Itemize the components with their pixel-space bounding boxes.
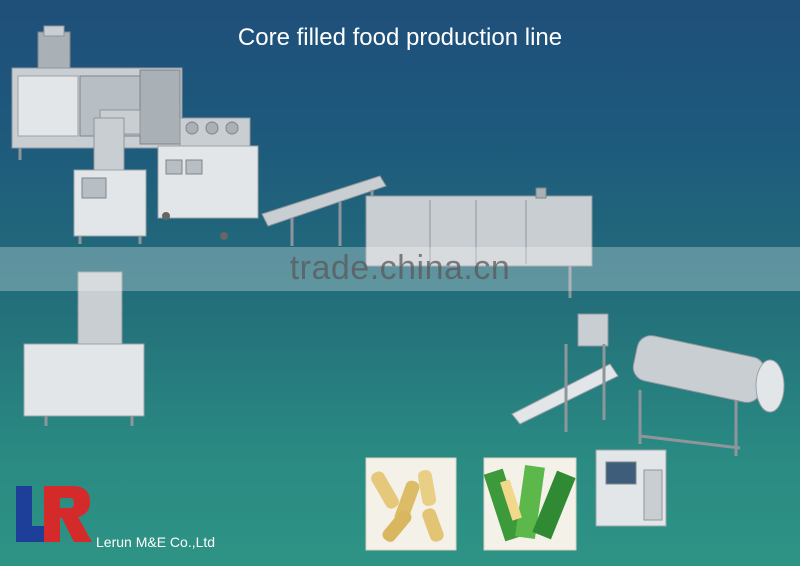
feeder-machine <box>73 117 147 244</box>
product-photo-sticks <box>365 457 457 551</box>
control-unit <box>595 449 667 527</box>
extruder-machine <box>11 25 183 160</box>
watermark-band <box>0 247 800 291</box>
cooling-box <box>23 271 145 426</box>
company-name: Lerun M&E Co.,Ltd <box>96 534 216 550</box>
company-logo <box>16 486 92 542</box>
forming-machine <box>157 117 259 240</box>
dryer-oven <box>365 187 593 298</box>
watermark-text: trade.china.cn <box>289 249 511 287</box>
product-photo-packaged <box>483 457 577 551</box>
flavoring-drum <box>632 335 785 456</box>
banner-title: Core filled food production line <box>237 24 563 51</box>
elevator-hoist <box>511 313 619 432</box>
